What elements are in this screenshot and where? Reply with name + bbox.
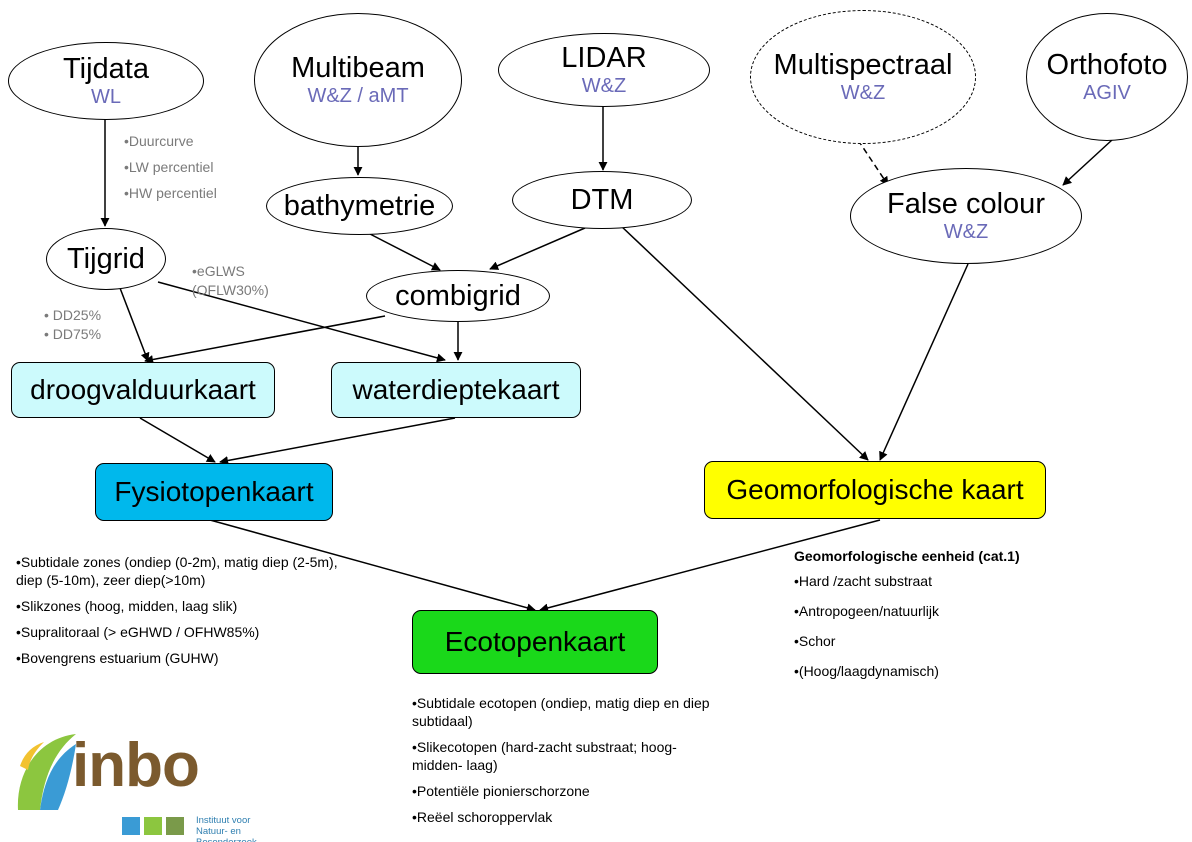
geomorfologie-notes: Geomorfologische eenheid (cat.1) •Hard /… [794, 548, 1094, 688]
edge-dtm-combigrid [489, 227, 586, 270]
edge-bathymetrie-combigrid [369, 233, 441, 271]
edge-dtm-geomorfologische-kaart [619, 224, 869, 461]
node-orthofoto: Orthofoto AGIV [1026, 13, 1188, 141]
node-orthofoto-source: AGIV [1083, 82, 1131, 104]
node-tijdata-source: WL [91, 86, 121, 108]
node-bathymetrie: bathymetrie [266, 177, 453, 235]
fysiotopen-note-item: •Supralitoraal (> eGHWD / OFHW85%) [16, 624, 260, 640]
node-fysiotopenkaart: Fysiotopenkaart [95, 463, 333, 521]
node-multispectraal-title: Multispectraal [773, 49, 953, 81]
inbo-wordmark: inbo [72, 731, 200, 800]
fysiotopen-note-item: •Bovengrens estuarium (GUHW) [16, 650, 219, 666]
inbo-leaf-icon [17, 734, 77, 810]
plant-icon [166, 817, 184, 835]
node-orthofoto-title: Orthofoto [1046, 49, 1168, 81]
ecotopen-note-item: •Potentiële pionierschorzone [412, 783, 590, 799]
node-bathymetrie-title: bathymetrie [283, 190, 436, 222]
edge-orthofoto-falsecolour [1062, 139, 1113, 186]
leaf-icon [144, 817, 162, 835]
inbo-subtitle-line2: Natuur- en Bosonderzoek [196, 826, 257, 842]
node-false-colour: False colour W&Z [850, 168, 1082, 264]
edge-label-item: •HW percentiel [124, 185, 217, 201]
fysiotopen-notes: •Subtidale zones (ondiep (0-2m), matig d… [16, 553, 346, 675]
node-false-colour-title: False colour [887, 188, 1045, 220]
edge-fysiotopenkaart-ecotopenkaart [209, 519, 536, 613]
edge-label-item: (OFLW30%) [192, 282, 269, 298]
node-waterdieptekaart-title: waterdieptekaart [352, 374, 560, 405]
geomorfologie-notes-heading: Geomorfologische eenheid (cat.1) [794, 548, 1020, 564]
edge-label-item: •eGLWS [192, 263, 245, 279]
node-lidar-source: W&Z [581, 75, 627, 97]
geomorfologie-note-item: •Hard /zacht substraat [794, 573, 932, 589]
inbo-logo: inbo Instituut voor Natuur- en Bosonderz… [10, 730, 300, 842]
node-tijgrid: Tijgrid [46, 228, 166, 290]
fysiotopen-note-item: •Slikzones (hoog, midden, laag slik) [16, 598, 238, 614]
edge-label-tijdata-tijgrid: •Duurcurve •LW percentiel •HW percentiel [124, 128, 217, 206]
node-combigrid-title: combigrid [395, 280, 521, 312]
node-droogvalduurkaart: droogvalduurkaart [11, 362, 275, 418]
ecotopen-note-item: •Subtidale ecotopen (ondiep, matig diep … [412, 695, 710, 729]
edge-label-tijgrid-droogvalduurkaart: • DD25% • DD75% [44, 306, 101, 344]
node-tijdata-title: Tijdata [63, 53, 149, 85]
node-dtm: DTM [512, 171, 692, 229]
people-icon [122, 817, 140, 835]
inbo-subtitle: Instituut voor Natuur- en Bosonderzoek [196, 815, 300, 842]
node-multibeam-source: W&Z / aMT [307, 85, 409, 107]
node-lidar: LIDAR W&Z [498, 33, 710, 107]
edge-combigrid-droogvalduurkaart [144, 315, 386, 364]
geomorfologie-note-item: •Antropogeen/natuurlijk [794, 603, 939, 619]
edge-label-item: •Duurcurve [124, 133, 194, 149]
edge-label-item: • DD25% [44, 307, 102, 323]
node-fysiotopenkaart-title: Fysiotopenkaart [114, 476, 314, 507]
edge-waterdieptekaart-fysiotopenkaart [219, 417, 456, 465]
ecotopen-note-item: •Slikecotopen (hard-zacht substraat; hoo… [412, 739, 677, 773]
geomorfologie-note-item: •Schor [794, 633, 836, 649]
node-geomorfologische-kaart: Geomorfologische kaart [704, 461, 1046, 519]
fysiotopen-note-item: •Subtidale zones (ondiep (0-2m), matig d… [16, 554, 338, 588]
node-droogvalduurkaart-title: droogvalduurkaart [30, 374, 256, 405]
edge-label-item: • DD75% [44, 326, 102, 342]
edge-geomorfologische-kaart-ecotopenkaart [539, 519, 881, 613]
ecotopen-note-item: •Reëel schoroppervlak [412, 809, 553, 825]
edge-multispectraal-falsecolour [857, 139, 889, 186]
node-waterdieptekaart: waterdieptekaart [331, 362, 581, 418]
node-multibeam-title: Multibeam [291, 52, 425, 84]
node-ecotopenkaart-title: Ecotopenkaart [444, 626, 626, 657]
node-dtm-title: DTM [570, 184, 634, 216]
ecotopen-notes: •Subtidale ecotopen (ondiep, matig diep … [412, 694, 722, 834]
inbo-subtitle-line1: Instituut voor [196, 815, 251, 826]
node-multibeam: Multibeam W&Z / aMT [254, 13, 462, 147]
edge-tijgrid-waterdieptekaart [157, 281, 446, 363]
node-tijgrid-title: Tijgrid [67, 243, 145, 275]
edge-label-item: •LW percentiel [124, 159, 214, 175]
node-lidar-title: LIDAR [561, 42, 647, 74]
node-false-colour-source: W&Z [943, 221, 989, 243]
node-geomorfologische-kaart-title: Geomorfologische kaart [726, 474, 1024, 505]
node-multispectraal-source: W&Z [840, 82, 886, 104]
edge-droogvalduurkaart-fysiotopenkaart [139, 417, 216, 463]
node-multispectraal: Multispectraal W&Z [750, 10, 976, 144]
geomorfologie-note-item: •(Hoog/laagdynamisch) [794, 663, 939, 679]
node-ecotopenkaart: Ecotopenkaart [412, 610, 658, 674]
edge-falsecolour-geomorfologische-kaart [879, 263, 969, 461]
node-combigrid: combigrid [366, 270, 550, 322]
edge-tijgrid-droogvalduurkaart [119, 287, 150, 362]
node-tijdata: Tijdata WL [8, 42, 204, 120]
edge-label-tijgrid-waterdieptekaart: •eGLWS (OFLW30%) [192, 262, 269, 300]
